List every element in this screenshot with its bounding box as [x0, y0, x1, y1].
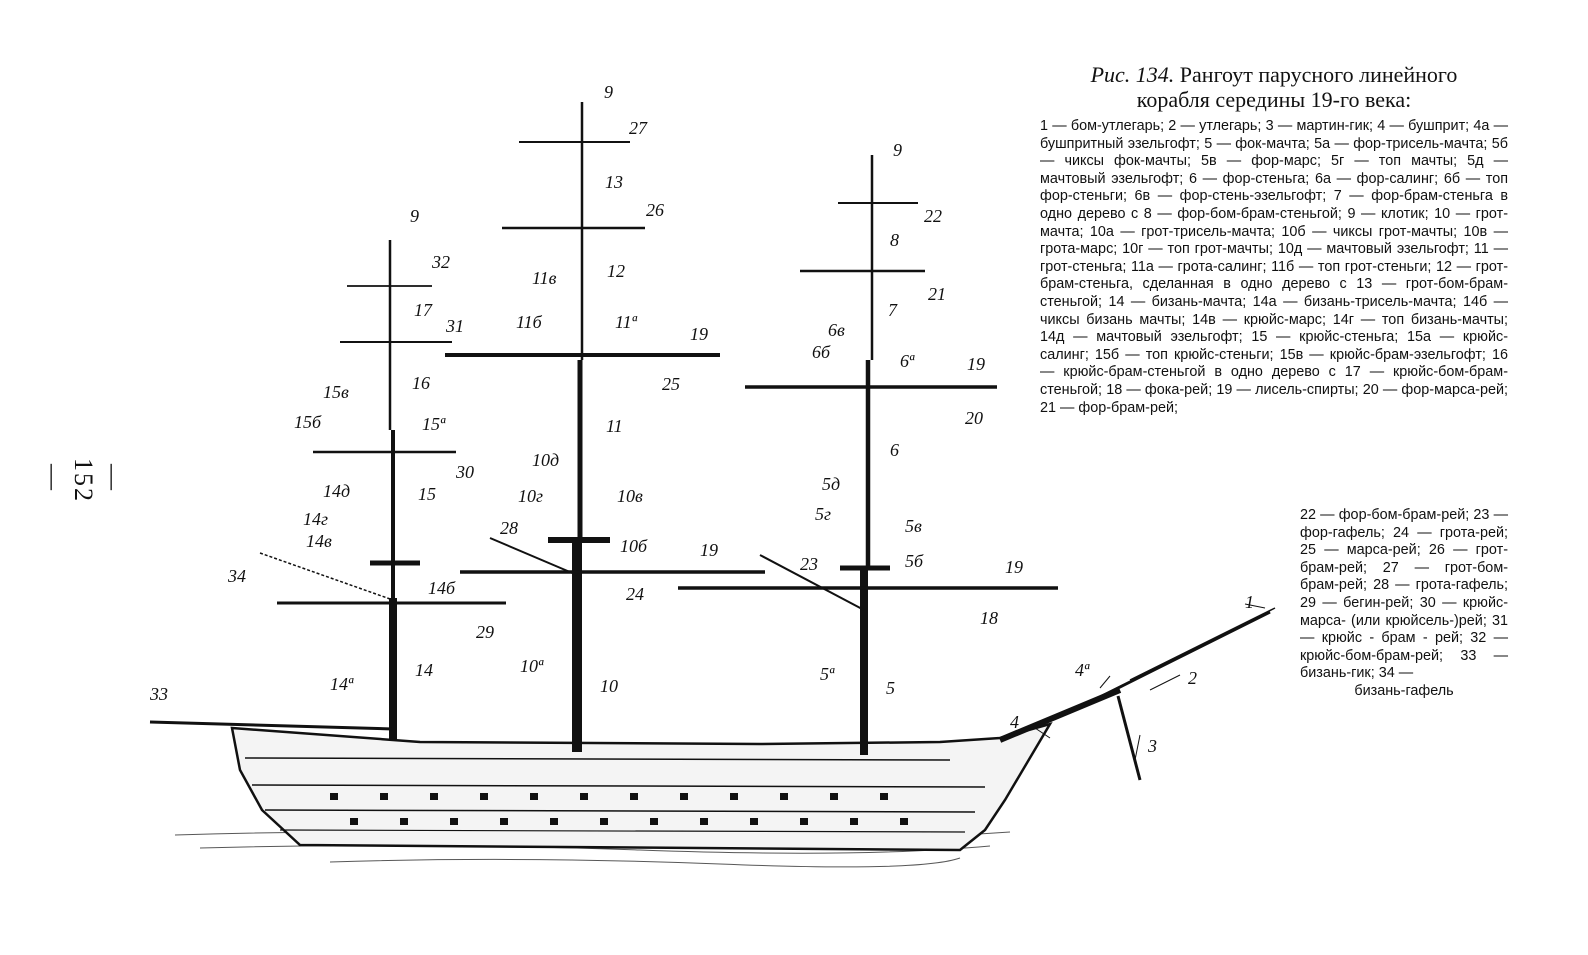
- legend-main: 1 — бом-утлегарь; 2 — утлегарь; 3 — март…: [1040, 118, 1508, 416]
- callout-6v: 6в: [828, 320, 845, 340]
- callout-5g: 5г: [815, 504, 831, 524]
- callout-10b: 10б: [620, 536, 648, 556]
- callout-33: 33: [149, 684, 168, 704]
- callout-11v: 11в: [532, 268, 557, 288]
- callout-5b: 5б: [905, 551, 924, 571]
- callout-11: 11: [606, 416, 623, 436]
- callout-10d: 10д: [532, 450, 559, 470]
- callout-14b: 14б: [428, 578, 456, 598]
- callout-5a: 5ª: [820, 664, 835, 684]
- gun-ports: [330, 793, 908, 825]
- callout-18: 18: [980, 608, 998, 628]
- callout-16: 16: [412, 373, 430, 393]
- callout-21: 21: [928, 284, 946, 304]
- leader-lines: [1034, 603, 1266, 761]
- callout-9-mizzen: 9: [410, 206, 419, 226]
- callout-2: 2: [1188, 668, 1197, 688]
- callout-17: 17: [414, 300, 433, 320]
- callout-34: 34: [227, 566, 246, 586]
- callout-28: 28: [500, 518, 518, 538]
- caption-title-line2: корабля середины 19-го века:: [1136, 87, 1412, 112]
- callout-30: 30: [455, 462, 474, 482]
- callout-10a: 10ª: [520, 656, 544, 676]
- callout-12: 12: [607, 261, 625, 281]
- callout-14g: 14г: [303, 509, 328, 529]
- callout-3: 3: [1147, 736, 1157, 756]
- caption-title: Рис. 134. Рангоут парусного линейного ко…: [1040, 62, 1508, 112]
- callout-27: 27: [629, 118, 648, 138]
- legend-tail-block: 22 — фор-бом-брам-рей; 23 — фор-гафель; …: [1300, 507, 1508, 701]
- callout-7: 7: [888, 300, 898, 320]
- callout-10g: 10г: [518, 486, 543, 506]
- mizzen-mast: [149, 240, 506, 740]
- callout-25: 25: [662, 374, 680, 394]
- callout-5d: 5д: [822, 474, 840, 494]
- callout-10v: 10в: [617, 486, 643, 506]
- callout-20: 20: [965, 408, 983, 428]
- callout-9-fore: 9: [893, 140, 902, 160]
- callout-14a: 14ª: [330, 674, 354, 694]
- callout-6: 6: [890, 440, 899, 460]
- callout-9-main: 9: [604, 82, 613, 102]
- callout-15a: 15ª: [422, 414, 446, 434]
- callout-19-fore-low: 19: [1005, 557, 1023, 577]
- callout-10: 10: [600, 676, 618, 696]
- figure-caption: Рис. 134. Рангоут парусного линейного ко…: [1040, 62, 1508, 417]
- callout-19-fore-high: 19: [967, 354, 985, 374]
- callout-6a: 6ª: [900, 351, 915, 371]
- callout-labels: 1 2 3 4 4ª 5 5ª 5б 5в 5г 5д 6 6ª 6б 6в 7…: [149, 82, 1254, 756]
- callout-4: 4: [1010, 712, 1019, 732]
- callout-22: 22: [924, 206, 942, 226]
- callout-15v: 15в: [323, 382, 349, 402]
- callout-26: 26: [646, 200, 664, 220]
- callout-19-main-low: 19: [700, 540, 718, 560]
- bowsprit: [998, 607, 1276, 781]
- callout-14: 14: [415, 660, 433, 680]
- callout-15b: 15б: [294, 412, 322, 432]
- caption-title-line1: Рангоут парусного линейного: [1179, 62, 1458, 87]
- callout-15: 15: [418, 484, 436, 504]
- callout-6b: 6б: [812, 342, 831, 362]
- legend-tail: 22 — фор-бом-брам-рей; 23 — фор-гафель; …: [1300, 507, 1508, 682]
- callout-29: 29: [476, 622, 494, 642]
- callout-11a: 11ª: [615, 312, 638, 332]
- callout-11b: 11б: [516, 312, 543, 332]
- callout-4a: 4ª: [1075, 660, 1090, 680]
- figure-number: Рис. 134.: [1090, 62, 1175, 87]
- callout-13: 13: [605, 172, 623, 192]
- callout-5: 5: [886, 678, 895, 698]
- callout-14v: 14в: [306, 531, 332, 551]
- callout-19-main-high: 19: [690, 324, 708, 344]
- callout-5v: 5в: [905, 516, 922, 536]
- callout-24: 24: [626, 584, 644, 604]
- main-mast: [445, 102, 765, 752]
- callout-32: 32: [431, 252, 450, 272]
- ship-illustration: [149, 102, 1276, 868]
- callout-8: 8: [890, 230, 899, 250]
- callout-1: 1: [1245, 592, 1254, 612]
- callout-23: 23: [800, 554, 818, 574]
- callout-14d: 14д: [323, 481, 350, 501]
- legend-last: бизань-гафель: [1354, 682, 1454, 699]
- callout-31: 31: [445, 316, 464, 336]
- fore-mast: [678, 155, 1058, 755]
- hull: [230, 721, 1053, 852]
